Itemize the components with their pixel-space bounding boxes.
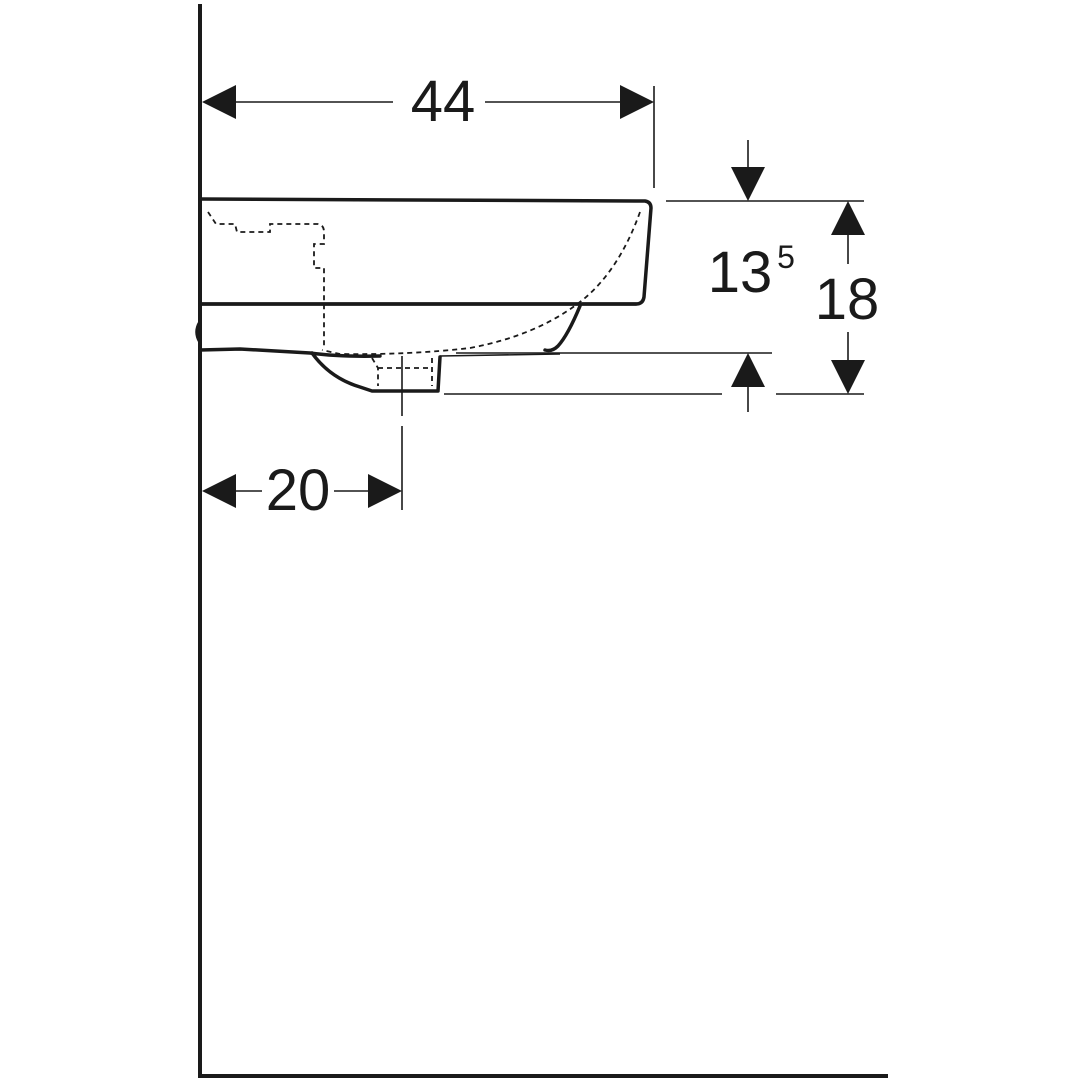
dimension-inlet-label: 20	[266, 458, 331, 523]
basin-bottom	[198, 347, 382, 358]
arrowhead-total-bottom	[831, 360, 865, 394]
drain-hidden	[371, 357, 433, 386]
dimension-width-44: 44	[202, 69, 655, 188]
wall-bracket-nub	[195, 320, 202, 344]
arrowhead-inlet-left	[202, 474, 236, 508]
hidden-bowl-lines	[207, 211, 641, 386]
wall-and-floor	[198, 4, 888, 1078]
dimension-bowl-depth-superscript: 5	[777, 239, 795, 275]
overflow-channel	[207, 211, 325, 348]
dimension-bowl-depth-label: 13	[708, 240, 773, 305]
arrowhead-inlet-right	[368, 474, 402, 508]
dimension-total-height-18: 18	[444, 201, 880, 395]
arrowhead-bowl-top	[731, 167, 765, 201]
basin-bottom-right	[439, 353, 561, 357]
dimension-total-height-label: 18	[815, 267, 880, 332]
basin-rim-outer	[198, 197, 653, 306]
dimension-bowl-depth: 13 5	[456, 140, 864, 412]
drain-housing	[310, 351, 442, 393]
arrowhead-width-right	[620, 85, 654, 119]
arrowhead-bowl-bottom	[731, 353, 765, 387]
basin-front-underside	[543, 304, 582, 353]
basin-outline	[195, 197, 653, 393]
dimension-inlet-20: 20	[202, 356, 403, 523]
arrowhead-width-left	[202, 85, 236, 119]
dimension-width-label: 44	[411, 69, 476, 134]
bowl-inner-curve	[321, 211, 641, 356]
arrowhead-total-top	[831, 201, 865, 235]
